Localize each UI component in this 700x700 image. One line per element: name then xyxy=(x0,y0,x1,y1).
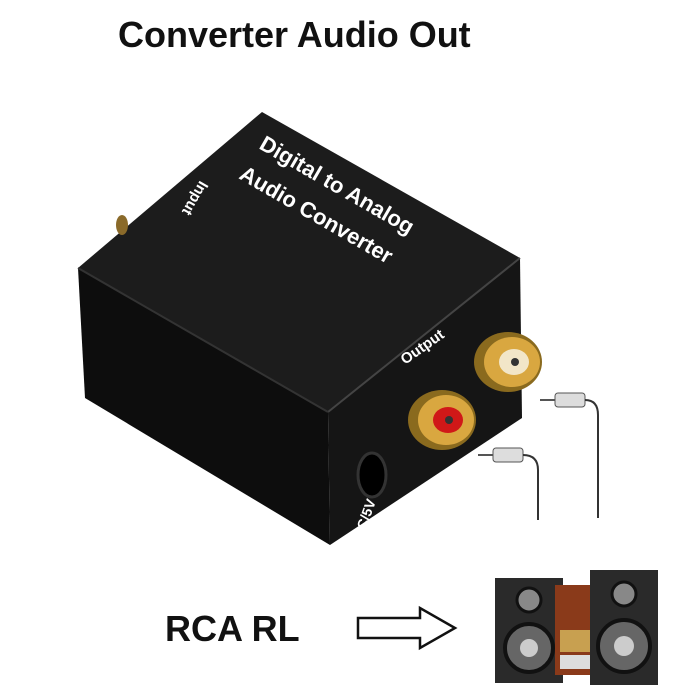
stereo-speakers-icon xyxy=(495,570,658,685)
rca-white-jack xyxy=(474,332,542,392)
input-port xyxy=(116,215,128,235)
dc-jack xyxy=(356,451,388,499)
rca-cable-red xyxy=(478,447,539,520)
box-front-face xyxy=(78,268,330,545)
arrow-right-icon xyxy=(356,605,458,651)
rca-rl-label: RCA RL xyxy=(165,608,300,649)
page-title: Converter Audio Out xyxy=(118,14,471,55)
rca-red-jack xyxy=(408,390,476,450)
rca-cable-white xyxy=(540,392,599,518)
box-top-face xyxy=(78,112,520,412)
